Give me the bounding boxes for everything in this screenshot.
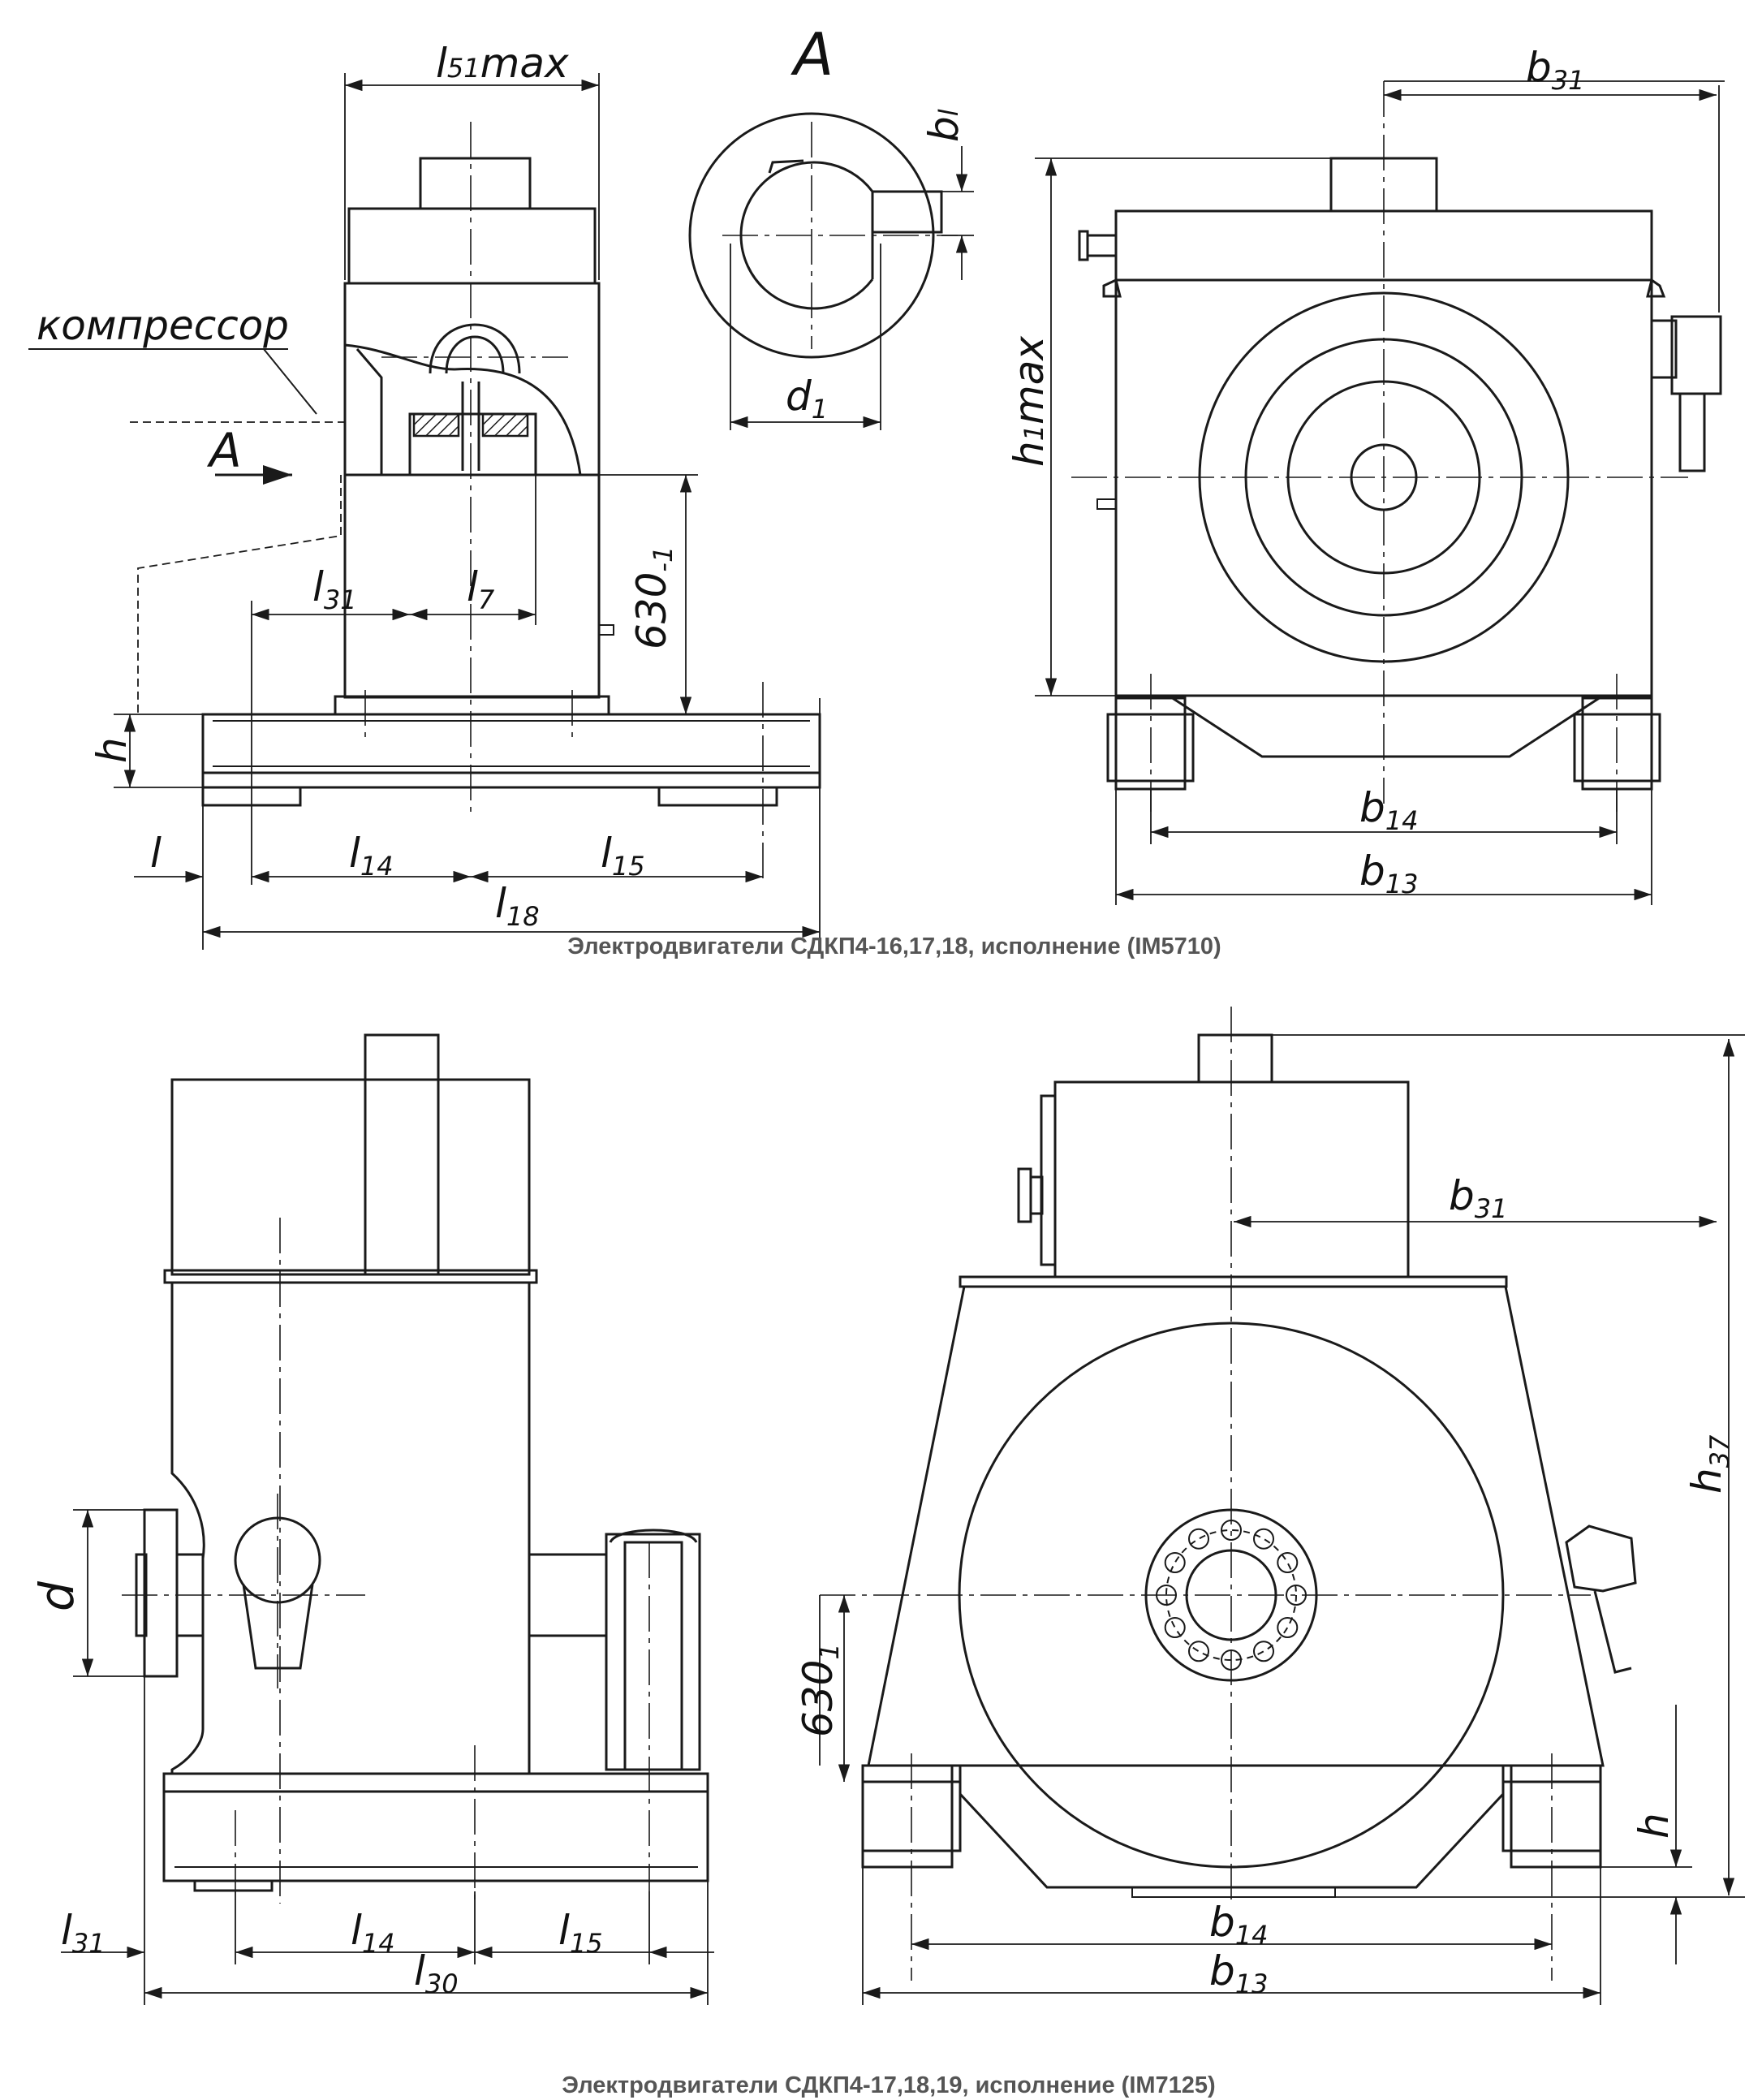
bottom-front-dimensions [819,1034,1745,2005]
dim-b13-label: b13 [1359,847,1418,899]
dim-l31-bottom-label: l31 [61,1907,106,1959]
bolt-hole [1277,1617,1299,1638]
dim-l30-label: l30 [414,1947,459,1999]
dim-b1-label: bl [920,109,967,142]
bolt-hole [1188,1641,1209,1662]
top-side-view [28,122,821,885]
top-side-dimensions [114,73,821,950]
top-front-view [1071,81,1722,812]
dim-630-label: 630-1 [628,546,679,649]
dim-630-bottom-label: 6301 [795,1643,845,1737]
bolt-hole [1277,1552,1299,1573]
bolt-hole [1253,1641,1274,1662]
bolt-hole [1253,1528,1274,1550]
dim-h37-label: h37 [1683,1434,1735,1494]
bolt-hole [1188,1528,1209,1550]
dim-l14-label: l14 [349,830,394,882]
dim-l15-label: l15 [601,830,645,882]
dim-l18-label: l18 [495,880,540,932]
section-a-title: A [791,20,834,88]
bolt-hole [1164,1617,1186,1638]
dim-h-bottom-label: h [1631,1813,1678,1839]
section-a-view [688,112,974,430]
bottom-side-view [122,1033,709,1904]
bottom-side-dimensions [61,1509,714,2005]
dim-l51-label: l51max [436,40,569,87]
dim-b14-bottom-label: b14 [1209,1899,1268,1951]
dim-h-label: h [88,737,136,763]
dim-b13-bottom-label: b13 [1209,1947,1268,1999]
bottom-caption: Электродвигатели СДКП4-17,18,19, исполне… [562,2072,1215,2098]
dim-d-label: d [29,1580,84,1611]
section-arrow-label: A [206,423,242,478]
bottom-front-view [820,1007,1637,1981]
top-caption: Электродвигатели СДКП4-16,17,18, исполне… [567,934,1221,959]
dim-d1-label: d1 [786,373,828,425]
dim-l7-label: l7 [467,563,495,615]
dim-b31-label: b31 [1526,44,1584,96]
dim-l15-bottom-label: l15 [558,1907,603,1959]
dim-l31-label: l31 [312,563,357,615]
dim-b31-bottom-label: b31 [1449,1172,1507,1224]
bolt-hole [1164,1552,1186,1573]
dim-h1-label: h1max [1006,336,1053,467]
dim-l14-bottom-label: l14 [351,1907,395,1959]
top-front-dimensions [1035,80,1725,905]
dim-l-label: l [150,830,162,877]
dim-b14-label: b14 [1359,784,1418,836]
compressor-label: компрессор [37,302,289,349]
